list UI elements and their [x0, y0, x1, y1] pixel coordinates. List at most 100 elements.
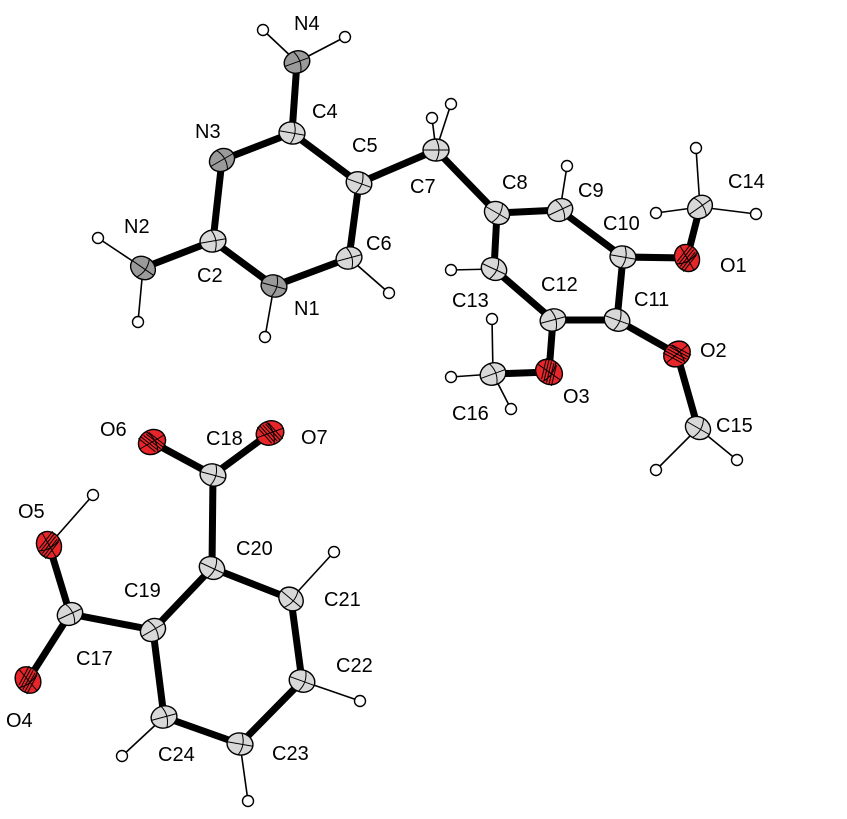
- principal-axis: [283, 590, 299, 608]
- atom-label-c8: C8: [502, 172, 528, 194]
- principal-axis: [151, 713, 177, 721]
- atom-label-c4: C4: [312, 101, 338, 123]
- atom-label-n1: N1: [294, 298, 320, 320]
- bond-c4-c5: [288, 129, 363, 187]
- atom-c18: [199, 463, 227, 487]
- hatch-line: [140, 436, 159, 451]
- hatch-line: [148, 431, 166, 447]
- atom-c12: [539, 308, 567, 332]
- hatch-line: [682, 254, 698, 272]
- bond-c6-c5: [345, 179, 363, 262]
- hatch-line: [662, 352, 683, 364]
- bond-c18-c20: [208, 471, 217, 572]
- hatch-line: [548, 363, 555, 385]
- hatch-line: [24, 672, 36, 693]
- atom-label-c7: C7: [410, 176, 436, 198]
- atom-label-c21: C21: [324, 589, 361, 611]
- principal-axis: [210, 153, 234, 167]
- atom-label-n2: N2: [124, 216, 150, 238]
- hatch-line: [38, 531, 54, 549]
- atom-c5: [345, 171, 373, 195]
- atom-o4: [14, 665, 42, 695]
- atom-label-c6: C6: [366, 233, 392, 255]
- hatch-line: [678, 246, 693, 265]
- atom-label-c5: C5: [352, 135, 378, 157]
- atom-label-o2: O2: [700, 340, 727, 362]
- principal-axis: [237, 733, 244, 756]
- principal-axis: [216, 150, 228, 170]
- hatch-line: [259, 425, 275, 443]
- hatch-line: [676, 244, 692, 262]
- atom-label-c10: C10: [603, 213, 640, 235]
- principal-axis: [435, 138, 440, 162]
- atom-label-c20: C20: [236, 538, 273, 560]
- principal-axis: [346, 178, 372, 188]
- atom-o2: [662, 340, 692, 368]
- atom-c11: [603, 308, 631, 332]
- principal-axis: [141, 623, 165, 637]
- atom-label-c22: C22: [336, 655, 373, 677]
- principal-axis: [147, 620, 159, 640]
- hatch-line: [667, 348, 687, 360]
- principal-axis: [345, 247, 354, 269]
- principal-axis: [549, 309, 558, 331]
- principal-axis: [160, 706, 169, 728]
- principal-axis: [200, 471, 226, 479]
- atom-label-n3: N3: [195, 121, 221, 143]
- atom-o7: [255, 420, 285, 446]
- principal-axis: [686, 421, 710, 435]
- principal-axis: [610, 254, 636, 260]
- atom-label-c11: C11: [634, 289, 669, 311]
- hydrogen-atom: [444, 370, 458, 384]
- bonds-layer: [24, 58, 704, 748]
- bond-c24-c19: [149, 626, 168, 721]
- hatch-line: [543, 359, 550, 381]
- hydrogen-atom: [86, 488, 100, 502]
- bond-c20-c21: [208, 564, 295, 603]
- atom-c7: [422, 138, 450, 162]
- hatch-line: [143, 434, 161, 450]
- principal-axis: [136, 258, 150, 278]
- atom-label-c17: C17: [76, 648, 113, 670]
- bond-c7-c8: [432, 146, 501, 217]
- hydrogen-atom: [256, 23, 270, 37]
- principal-axis: [200, 562, 224, 574]
- atom-c9: [546, 197, 574, 223]
- hatch-line: [18, 665, 30, 686]
- principal-axis: [227, 741, 253, 747]
- principal-axis: [689, 199, 711, 215]
- bond-c19-c17: [66, 610, 157, 634]
- atom-c16: [479, 362, 507, 386]
- hatch-line: [20, 667, 32, 688]
- principal-axis: [209, 464, 218, 486]
- hydrogen-atom: [258, 330, 272, 344]
- principal-axis: [540, 316, 566, 324]
- atom-c23: [226, 732, 254, 756]
- atom-c8: [483, 200, 511, 226]
- principal-axis: [488, 363, 498, 385]
- hydrogen-atom: [425, 111, 439, 125]
- hydrogen-atom: [382, 286, 396, 300]
- hydrogen-atom: [689, 141, 703, 155]
- atom-label-o1: O1: [720, 255, 747, 277]
- hydrogen-atom: [485, 312, 499, 326]
- atom-label-o5: O5: [18, 501, 45, 523]
- atom-c22: [288, 669, 316, 693]
- hatch-line: [41, 536, 57, 554]
- atom-c21: [278, 586, 304, 612]
- hydrogen-atom: [504, 402, 518, 416]
- hydrogen-atom: [241, 794, 255, 808]
- principal-axis: [289, 122, 296, 145]
- hatch-line: [44, 541, 60, 559]
- hatch-line: [22, 670, 34, 690]
- hatch-line: [550, 364, 557, 387]
- hatch-line: [138, 437, 156, 453]
- atom-c14: [686, 194, 714, 220]
- atom-c2: [199, 229, 227, 253]
- principal-axis: [210, 229, 217, 252]
- atom-n4: [283, 50, 311, 74]
- principal-axis: [482, 263, 506, 275]
- atom-label-c19: C19: [124, 580, 161, 602]
- hydrogen-bonds-layer: [48, 29, 757, 802]
- atom-n3: [208, 147, 236, 173]
